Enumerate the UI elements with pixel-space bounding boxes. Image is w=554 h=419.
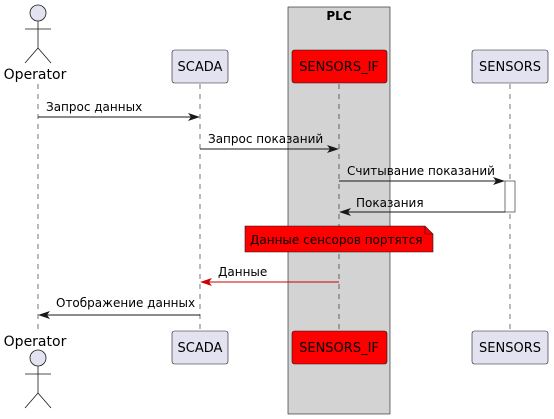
message-5-label: Данные bbox=[218, 265, 267, 279]
folded-corner-note-icon bbox=[244, 225, 434, 253]
arrowhead-icon bbox=[327, 145, 339, 153]
sensors-label-bottom: SENSORS bbox=[479, 341, 541, 356]
arrowhead-icon bbox=[493, 177, 505, 185]
plc-group-title: PLC bbox=[326, 9, 351, 23]
sensors-label-top: SENSORS bbox=[479, 60, 541, 75]
sensors-if-label-bottom: SENSORS_IF bbox=[299, 341, 379, 356]
operator-actor-top: Operator bbox=[4, 4, 67, 83]
sensors-box-top: SENSORS bbox=[471, 49, 549, 84]
sensors-box-bottom: SENSORS bbox=[471, 330, 549, 365]
scada-label-top: SCADA bbox=[178, 60, 223, 75]
operator-label-bottom: Operator bbox=[4, 334, 67, 350]
sensors-if-label-top: SENSORS_IF bbox=[299, 60, 379, 75]
sensors-if-box-top: SENSORS_IF bbox=[291, 49, 388, 84]
stick-figure-icon bbox=[24, 4, 52, 64]
scada-label-bottom: SCADA bbox=[178, 341, 223, 356]
message-4-label: Показания bbox=[356, 196, 424, 210]
message-5: Данные bbox=[200, 265, 339, 286]
sensors-if-box-bottom: SENSORS_IF bbox=[291, 330, 388, 365]
arrowhead-icon bbox=[200, 278, 212, 286]
message-1: Запрос данных bbox=[38, 100, 200, 121]
message-6: Отображение данных bbox=[38, 296, 200, 319]
stick-figure-icon bbox=[24, 349, 52, 409]
note: Данные сенсоров портятся bbox=[244, 225, 434, 253]
message-2: Запрос показаний bbox=[200, 132, 339, 153]
operator-label-top: Operator bbox=[4, 67, 67, 83]
arrowhead-icon bbox=[339, 208, 351, 216]
message-2-label: Запрос показаний bbox=[208, 132, 323, 146]
scada-box-bottom: SCADA bbox=[171, 330, 229, 365]
message-4: Показания bbox=[339, 196, 505, 216]
sensors-activation-bar bbox=[504, 180, 516, 213]
operator-actor-bottom: Operator bbox=[4, 334, 67, 409]
message-3-label: Считывание показаний bbox=[347, 164, 495, 178]
message-6-label: Отображение данных bbox=[56, 296, 195, 310]
note-text: Данные сенсоров портятся bbox=[250, 233, 423, 247]
arrowhead-icon bbox=[188, 113, 200, 121]
scada-box-top: SCADA bbox=[171, 49, 229, 84]
message-1-label: Запрос данных bbox=[46, 100, 142, 114]
arrowhead-icon bbox=[38, 311, 50, 319]
message-3: Считывание показаний bbox=[339, 164, 505, 185]
